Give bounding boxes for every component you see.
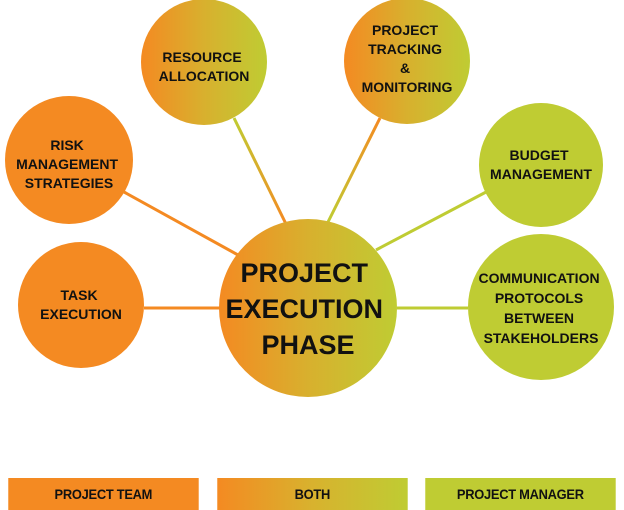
node-label: TASK EXECUTION bbox=[40, 287, 122, 322]
node-label: COMMUNICATION PROTOCOLS BETWEEN STAKEHOL… bbox=[479, 270, 604, 346]
legend-project-team: PROJECT TEAM bbox=[8, 478, 199, 510]
connector-resource-allocation bbox=[232, 117, 288, 225]
legend-project-manager: PROJECT MANAGER bbox=[425, 478, 616, 510]
legend-both: BOTH bbox=[216, 478, 408, 510]
center-node: PROJECT EXECUTION PHASE bbox=[219, 219, 397, 397]
node-communication-protocols: COMMUNICATION PROTOCOLS BETWEEN STAKEHOL… bbox=[468, 234, 614, 380]
node-label: BUDGET MANAGEMENT bbox=[490, 147, 592, 182]
legend: PROJECT TEAM BOTH PROJECT MANAGER bbox=[0, 478, 624, 510]
node-budget-management: BUDGET MANAGEMENT bbox=[479, 103, 603, 227]
connectors bbox=[123, 117, 489, 310]
legend-label: PROJECT TEAM bbox=[54, 486, 153, 502]
center-label: PROJECT EXECUTION PHASE bbox=[225, 258, 390, 360]
node-label: RESOURCE ALLOCATION bbox=[159, 49, 250, 84]
node-risk-management: RISK MANAGEMENT STRATEGIES bbox=[5, 96, 133, 224]
connector-project-tracking bbox=[326, 117, 382, 223]
node-project-tracking: PROJECT TRACKING & MONITORING bbox=[344, 0, 470, 124]
node-label: RISK MANAGEMENT STRATEGIES bbox=[16, 137, 122, 191]
node-label: PROJECT TRACKING & MONITORING bbox=[362, 22, 453, 95]
legend-label: BOTH bbox=[294, 486, 330, 502]
connector-budget-management bbox=[375, 189, 489, 252]
node-resource-allocation: RESOURCE ALLOCATION bbox=[141, 0, 267, 125]
node-task-execution: TASK EXECUTION bbox=[18, 242, 144, 368]
legend-label: PROJECT MANAGER bbox=[457, 486, 585, 502]
connector-risk-management bbox=[123, 190, 239, 257]
